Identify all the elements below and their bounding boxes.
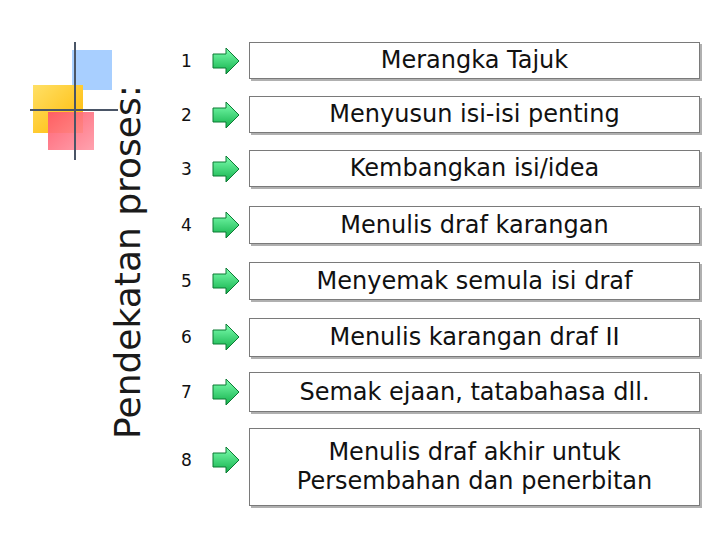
step-text: Menulis draf karangan: [340, 211, 608, 240]
title: Pendekatan proses:: [110, 85, 146, 439]
block-arrow: [213, 48, 239, 74]
deco-line: [74, 42, 76, 160]
step-number: 8: [181, 452, 192, 469]
deco-line: [30, 109, 118, 111]
step-number: 3: [181, 161, 192, 178]
step-text: Menulis draf akhir untuk Persembahan dan…: [260, 438, 689, 496]
block-arrow: [213, 156, 239, 182]
step-number: 6: [181, 329, 192, 346]
block-arrow: [213, 268, 239, 294]
step-number: 4: [181, 217, 192, 234]
red-square: [48, 112, 94, 150]
step-text: Menyemak semula isi draf: [317, 267, 633, 296]
step-number: 1: [181, 53, 192, 70]
process-box: Merangka Tajuk: [249, 42, 700, 79]
process-box: Kembangkan isi/idea: [249, 150, 700, 187]
step-text: Merangka Tajuk: [381, 46, 568, 75]
blue-square: [72, 50, 112, 90]
step-text: Menyusun isi-isi penting: [329, 100, 619, 129]
block-arrow: [213, 379, 239, 405]
step-text: Kembangkan isi/idea: [350, 154, 599, 183]
block-arrow: [213, 324, 239, 350]
process-box: Menyemak semula isi draf: [249, 262, 700, 300]
step-number: 7: [181, 384, 192, 401]
process-box: Menulis karangan draf II: [249, 318, 700, 357]
step-text: Menulis karangan draf II: [329, 323, 619, 352]
block-arrow: [213, 212, 239, 238]
process-box: Menulis draf akhir untuk Persembahan dan…: [249, 428, 700, 506]
step-number: 5: [181, 273, 192, 290]
process-box: Menulis draf karangan: [249, 206, 700, 244]
step-text: Semak ejaan, tatabahasa dll.: [299, 378, 649, 407]
block-arrow: [213, 447, 239, 473]
block-arrow: [213, 102, 239, 128]
process-box: Semak ejaan, tatabahasa dll.: [249, 372, 700, 412]
step-number: 2: [181, 107, 192, 124]
process-box: Menyusun isi-isi penting: [249, 96, 700, 133]
